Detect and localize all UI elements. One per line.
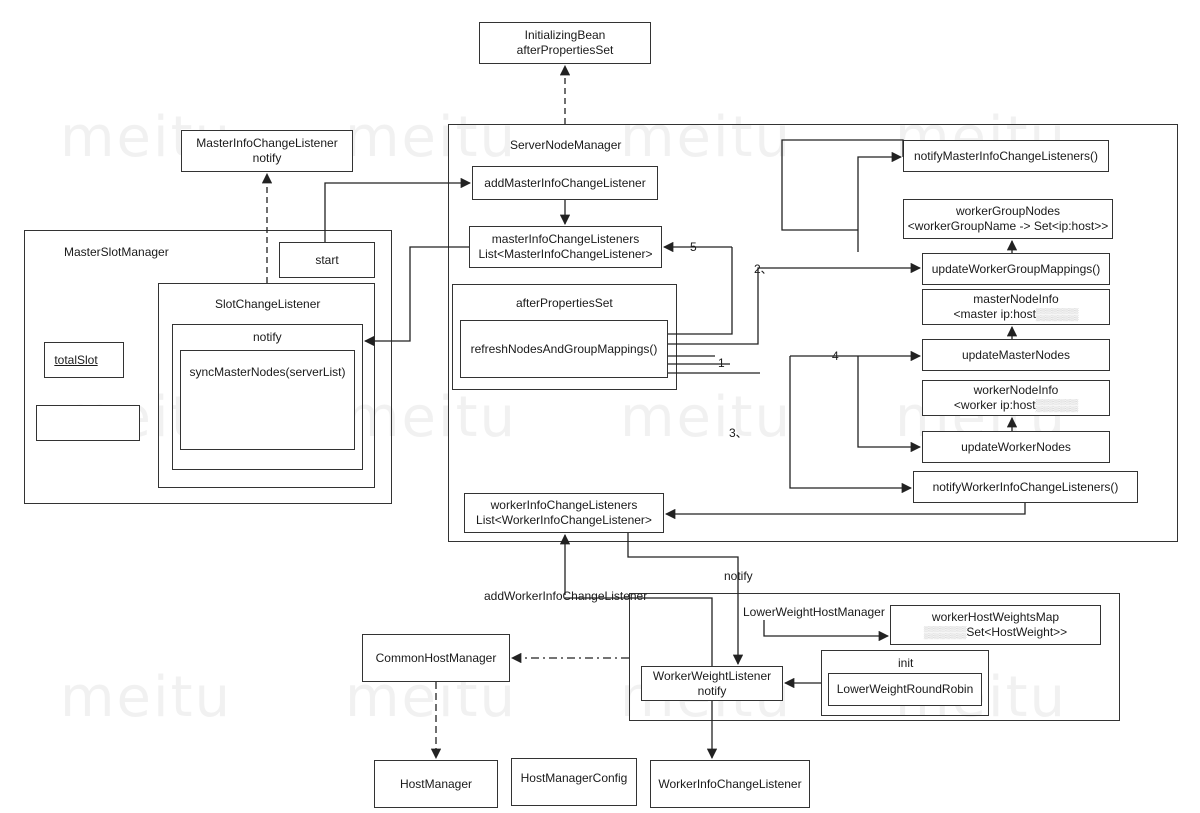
sync-master-nodes-label: syncMasterNodes(serverList) — [189, 365, 346, 379]
notify-container-title: notify — [253, 330, 282, 344]
worker-host-weights-map-line2: Set<HostWeight>> — [966, 625, 1068, 639]
slot-change-listener-title: SlotChangeListener — [215, 297, 321, 311]
worker-info-change-listeners-node: workerInfoChangeListeners List<WorkerInf… — [464, 493, 664, 533]
edge-notify-worker-to-worker-list — [664, 503, 1026, 520]
init-container-title: init — [898, 656, 914, 670]
edge-notify-master-loop — [781, 139, 904, 231]
initializing-bean-line1: InitializingBean — [524, 28, 606, 42]
total-slot-node: totalSlot — [44, 342, 124, 378]
notify-container — [172, 324, 363, 470]
worker-node-info-line2: <worker ip:host — [953, 398, 1036, 412]
notify-worker-info-change-listeners-label: notifyWorkerInfoChangeListeners() — [932, 479, 1119, 494]
worker-info-change-listeners-line1: workerInfoChangeListeners — [490, 498, 638, 512]
update-worker-group-mappings-node: updateWorkerGroupMappings() — [922, 253, 1110, 285]
add-master-info-change-listener-label: addMasterInfoChangeListener — [484, 175, 646, 190]
common-host-manager-label: CommonHostManager — [375, 650, 497, 665]
master-info-change-listener-node: MasterInfoChangeListener notify — [181, 130, 353, 172]
edge-label-step1: 1 — [718, 356, 725, 370]
lower-weight-round-robin-node: LowerWeightRoundRobin — [828, 673, 982, 706]
worker-info-change-listener-node: WorkerInfoChangeListener — [650, 760, 810, 808]
blurred-text: ▒▒▒▒▒ — [1035, 307, 1079, 321]
lower-weight-host-manager-title: LowerWeightHostManager — [743, 605, 885, 619]
update-worker-nodes-label: updateWorkerNodes — [961, 439, 1071, 454]
worker-host-weights-map-line1: workerHostWeightsMap — [931, 610, 1060, 624]
refresh-nodes-and-group-mappings-label: refreshNodesAndGroupMappings() — [470, 341, 658, 356]
edge-step4-to-update-worker — [857, 356, 922, 453]
notify-master-info-change-listeners-node: notifyMasterInfoChangeListeners() — [903, 140, 1109, 172]
blurred-text: ▒▒▒▒▒ — [1035, 398, 1079, 412]
master-slot-manager-title: MasterSlotManager — [64, 245, 169, 259]
after-properties-set-container — [452, 284, 677, 390]
worker-host-weights-map-node: workerHostWeightsMap ▒▒▒▒▒Set<HostWeight… — [890, 605, 1101, 645]
edge-step4-to-notify-worker — [789, 356, 913, 494]
worker-node-info-node: workerNodeInfo <worker ip:host▒▒▒▒▒ — [922, 380, 1110, 416]
edge-weight-listener-add-worker — [565, 597, 713, 666]
master-info-change-listener-line2: notify — [252, 151, 282, 165]
edge-label-step3: 3、 — [729, 426, 748, 440]
edge-label-step2: 2、 — [754, 262, 773, 276]
edge-master-list-to-notify — [363, 246, 469, 347]
blurred-text: ▒▒▒▒▒ — [923, 625, 967, 639]
after-properties-set-title: afterPropertiesSet — [516, 296, 613, 310]
update-worker-nodes-node: updateWorkerNodes — [922, 431, 1110, 463]
lower-weight-round-robin-label: LowerWeightRoundRobin — [836, 682, 974, 696]
slot-change-listener-container — [158, 283, 375, 488]
start-label: start — [315, 252, 339, 267]
worker-group-nodes-line2: <workerGroupName -> Set<ip:host>> — [907, 219, 1109, 233]
notify-worker-info-change-listeners-node: notifyWorkerInfoChangeListeners() — [913, 471, 1138, 503]
host-manager-node: HostManager — [374, 760, 498, 808]
worker-weight-listener-node: WorkerWeightListener notify — [641, 666, 783, 701]
master-node-info-line1: masterNodeInfo — [973, 292, 1059, 306]
master-info-change-listeners-line1: masterInfoChangeListeners — [491, 232, 640, 246]
update-master-nodes-node: updateMasterNodes — [922, 339, 1110, 371]
worker-info-change-listeners-line2: List<WorkerInfoChangeListener> — [476, 513, 652, 527]
master-slot-manager-container — [24, 230, 392, 504]
worker-group-nodes-line1: workerGroupNodes — [955, 204, 1061, 218]
empty-field-node — [36, 405, 140, 441]
host-manager-config-label: HostManagerConfig — [520, 770, 628, 785]
sync-master-nodes-node: syncMasterNodes(serverList) — [180, 350, 355, 450]
initializing-bean-line2: afterPropertiesSet — [516, 43, 614, 57]
update-master-nodes-label: updateMasterNodes — [961, 347, 1071, 362]
worker-weight-listener-line1: WorkerWeightListener — [652, 668, 772, 683]
master-node-info-node: masterNodeInfo <master ip:host▒▒▒▒▒ — [922, 289, 1110, 325]
edge-lower-weight-to-weights-map — [763, 620, 890, 642]
edge-refresh-step2 — [668, 262, 922, 345]
master-info-change-listeners-node: masterInfoChangeListeners List<MasterInf… — [469, 226, 662, 268]
worker-info-change-listener-label: WorkerInfoChangeListener — [658, 776, 802, 791]
start-node: start — [279, 242, 375, 278]
initializing-bean-node: InitializingBean afterPropertiesSet — [479, 22, 651, 64]
total-slot-label: totalSlot — [54, 352, 98, 367]
edge-start-to-add-master-listener — [324, 177, 472, 242]
edge-label-add-worker-listener: addWorkerInfoChangeListener — [484, 589, 648, 603]
server-node-manager-title: ServerNodeManager — [510, 138, 622, 152]
host-manager-label: HostManager — [399, 776, 473, 791]
server-node-manager-container — [448, 124, 1178, 542]
refresh-nodes-and-group-mappings-node: refreshNodesAndGroupMappings() — [460, 320, 668, 378]
add-master-info-change-listener-node: addMasterInfoChangeListener — [472, 166, 658, 200]
edge-refresh-step5 — [668, 247, 733, 335]
init-container — [821, 650, 989, 716]
host-manager-config-node: HostManagerConfig — [511, 758, 637, 806]
worker-node-info-line1: workerNodeInfo — [973, 383, 1059, 397]
master-info-change-listeners-line2: List<MasterInfoChangeListener> — [478, 247, 653, 261]
edge-worker-list-to-weight-listener — [627, 533, 744, 666]
notify-master-info-change-listeners-label: notifyMasterInfoChangeListeners() — [913, 148, 1099, 163]
edge-update-group-to-notify-master — [857, 151, 903, 252]
worker-weight-listener-line2: notify — [697, 683, 727, 698]
worker-group-nodes-node: workerGroupNodes <workerGroupName -> Set… — [903, 199, 1113, 239]
lower-weight-host-manager-container — [629, 593, 1120, 721]
update-worker-group-mappings-label: updateWorkerGroupMappings() — [931, 261, 1101, 276]
common-host-manager-node: CommonHostManager — [362, 634, 510, 682]
master-node-info-line2: <master ip:host — [953, 307, 1036, 321]
master-info-change-listener-line1: MasterInfoChangeListener — [196, 136, 338, 150]
